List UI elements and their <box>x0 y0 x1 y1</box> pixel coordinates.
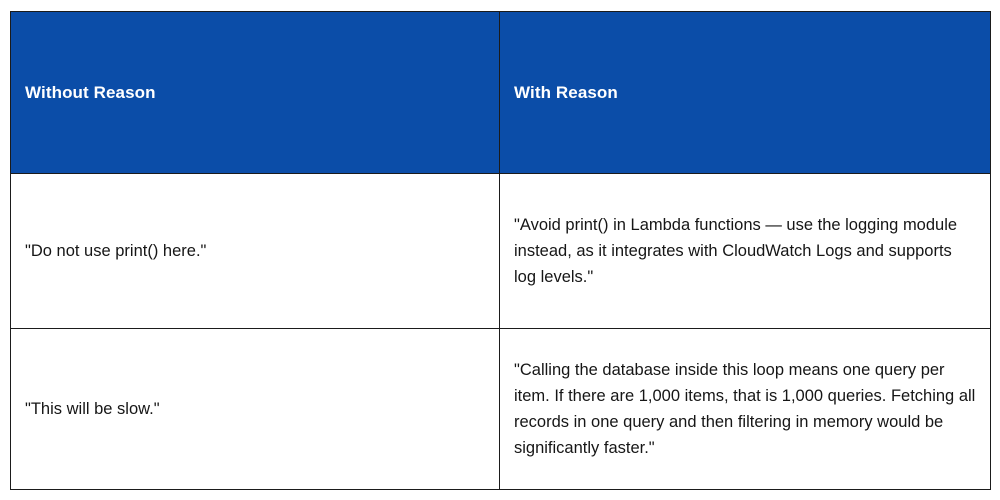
cell-without-reason-1: "Do not use print() here." <box>10 173 500 329</box>
cell-without-reason-2: "This will be slow." <box>10 328 500 490</box>
table-row: "This will be slow." "Calling the databa… <box>10 328 991 490</box>
header-row: Without Reason With Reason <box>10 11 991 174</box>
column-header-without-reason: Without Reason <box>10 11 500 174</box>
column-header-with-reason: With Reason <box>499 11 991 174</box>
comparison-table: Without Reason With Reason "Do not use p… <box>10 11 991 490</box>
table-body: "Do not use print() here." "Avoid print(… <box>10 173 991 490</box>
table-header: Without Reason With Reason <box>10 11 991 174</box>
table-row: "Do not use print() here." "Avoid print(… <box>10 173 991 329</box>
cell-with-reason-1: "Avoid print() in Lambda functions — use… <box>499 173 991 329</box>
cell-with-reason-2: "Calling the database inside this loop m… <box>499 328 991 490</box>
